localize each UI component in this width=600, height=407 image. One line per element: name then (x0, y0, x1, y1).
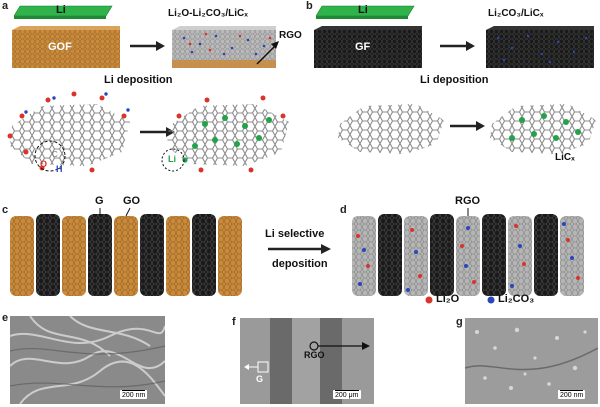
li-slab-b (316, 5, 415, 19)
panel-b-letter: b (306, 0, 313, 12)
atom-c-label: C (52, 150, 58, 159)
licx-label: LiCₓ (555, 152, 575, 163)
product-block-b (486, 26, 594, 68)
scalebar-g-label: 200 nm (560, 392, 584, 399)
gof-block (12, 26, 120, 68)
go-molecule-sheet (7, 91, 130, 173)
scalebar-f-label: 200 μm (335, 392, 359, 399)
li-molecule-sheet-b (490, 104, 596, 154)
g-label-f: G (256, 374, 264, 384)
selective-deposition-line2: deposition (272, 258, 328, 270)
atom-o-label: O (40, 159, 48, 169)
li-molecule-sheet-a (161, 95, 289, 173)
li2o-legend-label: Li₂O (436, 293, 460, 305)
sem-image-e (10, 316, 165, 404)
scalebar-f: 200 μm (333, 390, 361, 399)
scalebar-e: 200 nm (120, 390, 148, 399)
graphene-sheet-b (338, 104, 444, 154)
deposition-label-b: Li deposition (420, 74, 489, 86)
arrow-a-top (130, 41, 165, 51)
sem-image-f (240, 318, 374, 404)
panel-e-letter: e (2, 312, 9, 324)
gf-block (314, 26, 422, 68)
li-label-a: Li (56, 4, 66, 16)
li2co3-legend-dot (487, 296, 495, 304)
rgo-pointer-a (256, 41, 279, 65)
arrow-b-top (440, 41, 475, 51)
gf-label: GF (355, 41, 371, 53)
rgo-label-a: RGO (279, 30, 302, 41)
scalebar-g: 200 nm (558, 390, 586, 399)
li2o-legend-dot (425, 296, 433, 304)
panel-d-letter: d (340, 204, 347, 216)
panel-c-letter: c (2, 204, 9, 216)
li2co3-legend-label: Li₂CO₃ (498, 293, 535, 305)
product-label-b: Li₂CO₃/LiCₓ (488, 8, 544, 19)
panel-f-letter: f (232, 316, 236, 328)
li-slab-a (14, 5, 113, 19)
arrow-c-to-d (268, 244, 331, 254)
atom-h-label: H (56, 164, 63, 174)
atom-li-label: Li (168, 154, 176, 164)
gof-label: GOF (48, 41, 72, 53)
scalebar-e-label: 200 nm (122, 392, 146, 399)
selective-deposition-line1: Li selective (265, 228, 325, 240)
rgo-label-f: RGO (304, 350, 325, 360)
panel-a-letter: a (2, 0, 9, 12)
alternating-g-rgo-film (352, 208, 584, 296)
li-label-b: Li (358, 4, 368, 16)
g-label-c: G (95, 195, 104, 207)
go-label-c: GO (123, 195, 141, 207)
alternating-g-go-film (10, 207, 242, 296)
panel-g-letter: g (456, 316, 463, 328)
arrow-b-bottom (450, 121, 485, 131)
deposition-label-a: Li deposition (104, 74, 173, 86)
sem-image-g (465, 318, 598, 404)
rgo-label-d: RGO (455, 195, 481, 207)
product-label-a: Li₂O-Li₂CO₃/LiCₓ (168, 8, 248, 19)
